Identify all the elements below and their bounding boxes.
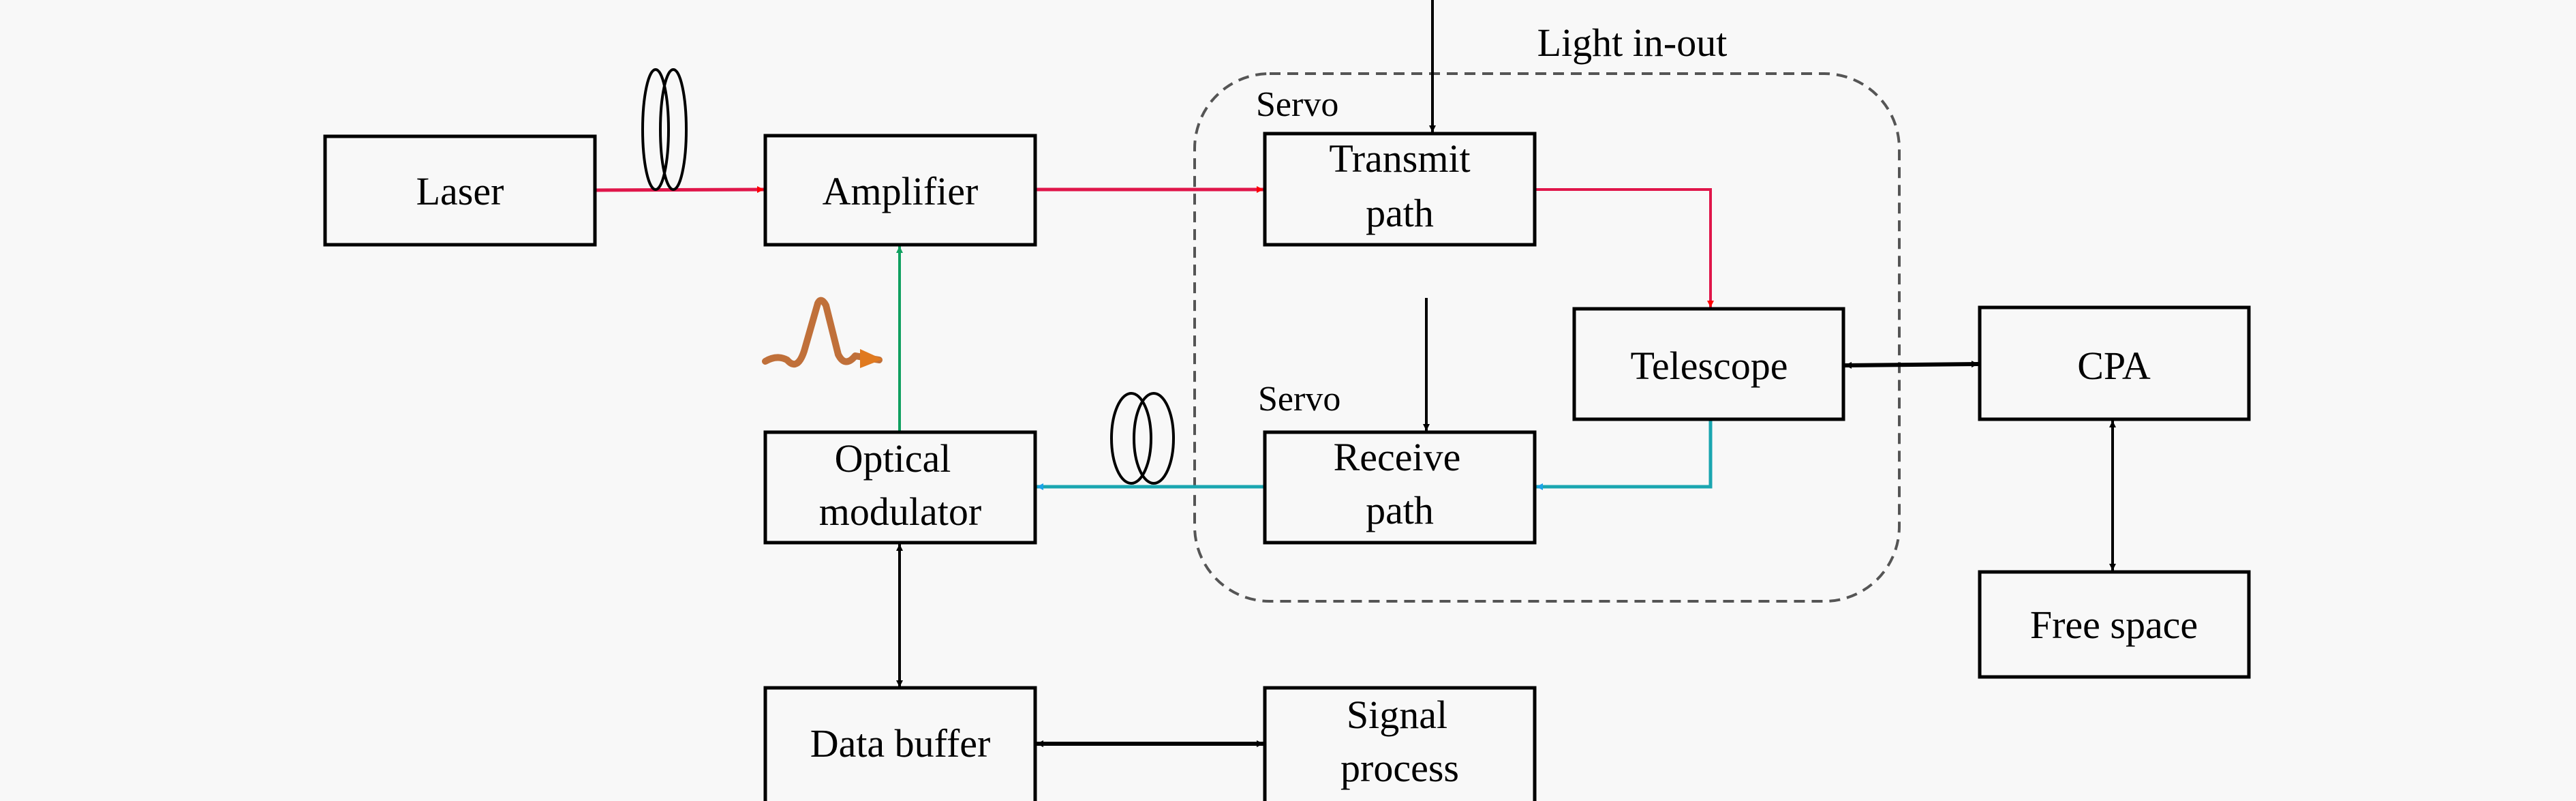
svg-text:Free space: Free space	[2030, 603, 2198, 647]
pulse-waveform-icon	[762, 297, 883, 368]
block-laser: Laser	[323, 134, 597, 247]
light-in-out-label: Light in-out	[1537, 20, 1728, 65]
block-optical-modulator: Optical modulator	[763, 430, 1037, 545]
svg-text:Amplifier: Amplifier	[823, 169, 979, 213]
svg-text:path: path	[1366, 488, 1434, 532]
svg-text:Optical: Optical	[835, 436, 951, 481]
telescope-cpa-arrow	[1844, 361, 1979, 369]
block-transmit-path: Transmit path	[1263, 132, 1537, 247]
svg-text:CPA: CPA	[2077, 344, 2151, 388]
svg-text:Signal: Signal	[1347, 693, 1447, 737]
svg-text:Receive: Receive	[1334, 435, 1461, 479]
servo-transmit-label: Servo	[1256, 85, 1338, 124]
block-receive-path: Receive path	[1263, 430, 1537, 545]
fiber-coil-icon	[1110, 392, 1175, 485]
svg-text:Laser: Laser	[416, 169, 504, 213]
block-telescope: Telescope	[1572, 307, 1845, 421]
svg-text:process: process	[1340, 746, 1459, 790]
block-signal-process: Signal process	[1263, 686, 1537, 801]
servo-receive-label: Servo	[1258, 380, 1340, 419]
block-free-space: Free space	[1978, 570, 2251, 679]
svg-text:Data buffer: Data buffer	[810, 721, 991, 766]
telescope-to-receive-line	[1536, 419, 1713, 490]
block-cpa: CPA	[1978, 305, 2251, 421]
svg-text:Transmit: Transmit	[1329, 136, 1470, 181]
light-in-out-boundary	[1193, 72, 1901, 603]
transmit-to-telescope-line	[1535, 188, 1714, 307]
block-amplifier: Amplifier	[763, 134, 1037, 247]
svg-text:Telescope: Telescope	[1630, 344, 1788, 388]
block-data-buffer: Data buffer	[763, 686, 1037, 801]
svg-text:path: path	[1366, 191, 1434, 235]
fiber-coil-icon	[641, 68, 688, 191]
svg-text:modulator: modulator	[819, 489, 981, 534]
